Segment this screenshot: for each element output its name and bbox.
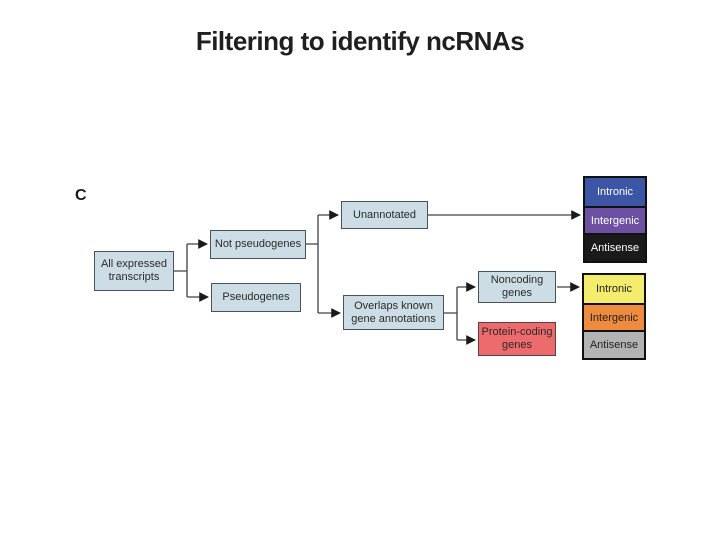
unannotated-outcome-stack: Intronic Intergenic Antisense bbox=[583, 176, 647, 263]
node-all-expressed-transcripts: All expressed transcripts bbox=[94, 251, 174, 291]
panel-label-c: C bbox=[75, 187, 87, 204]
node-unannotated: Unannotated bbox=[341, 201, 428, 229]
node-label: Unannotated bbox=[353, 208, 416, 221]
node-protein-coding-genes: Protein-coding genes bbox=[478, 322, 556, 356]
node-noncoding-genes: Noncoding genes bbox=[478, 271, 556, 303]
stack-segment-intergenic-dark: Intergenic bbox=[585, 205, 645, 234]
node-label: All expressed transcripts bbox=[100, 258, 168, 283]
node-label: Not pseudogenes bbox=[214, 238, 302, 250]
edge-overlaps-fork bbox=[444, 287, 458, 340]
node-label: Noncoding genes bbox=[490, 274, 544, 299]
edge-allexpressed-fork bbox=[174, 244, 188, 297]
slide-title: Filtering to identify ncRNAs bbox=[195, 26, 525, 56]
edge-notpseudogenes-fork bbox=[306, 215, 319, 313]
node-overlaps-known-gene-annotations: Overlaps known gene annotations bbox=[343, 295, 444, 330]
node-label: Protein-coding genes bbox=[481, 326, 553, 351]
node-label: Pseudogenes bbox=[222, 291, 290, 303]
stack-segment-intergenic-light: Intergenic bbox=[584, 302, 644, 331]
noncoding-outcome-stack: Intronic Intergenic Antisense bbox=[582, 273, 646, 360]
stack-segment-intronic-light: Intronic bbox=[584, 275, 644, 303]
stack-segment-antisense-dark: Antisense bbox=[585, 233, 645, 262]
stack-segment-antisense-light: Antisense bbox=[584, 330, 644, 359]
node-label: Overlaps known gene annotations bbox=[351, 299, 436, 325]
node-pseudogenes: Pseudogenes bbox=[211, 283, 301, 312]
stack-segment-intronic-dark: Intronic bbox=[585, 178, 645, 206]
node-not-pseudogenes: Not pseudogenes bbox=[210, 230, 306, 259]
